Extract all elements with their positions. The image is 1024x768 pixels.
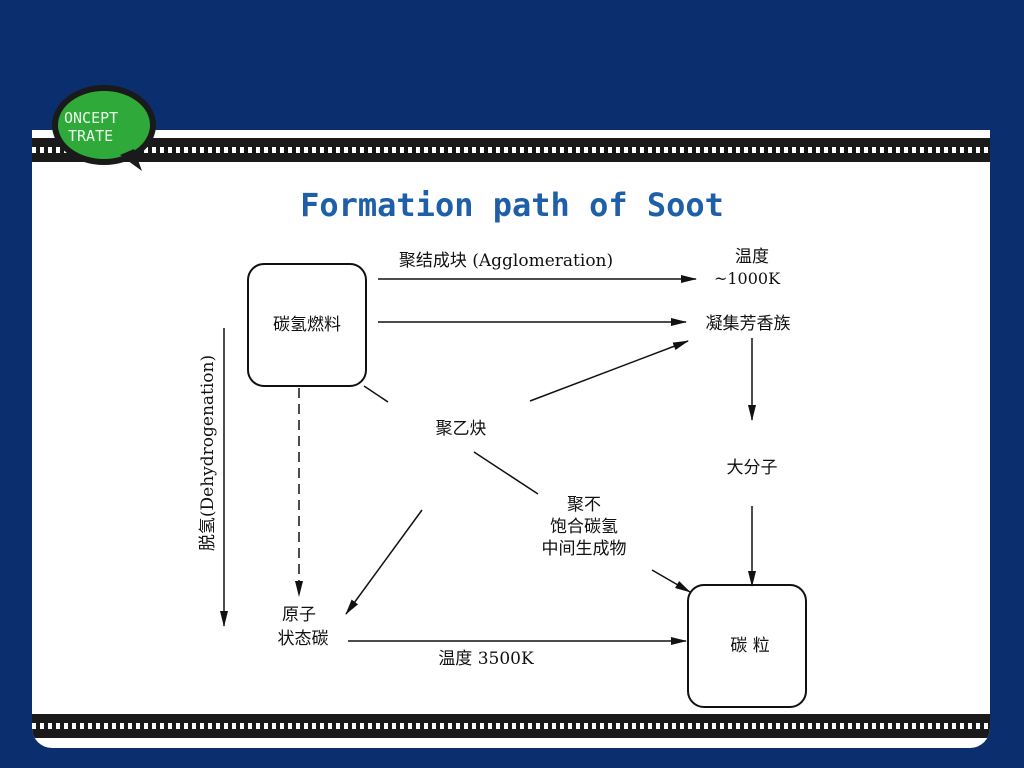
soot-particle-label: 碳 粒 (730, 636, 769, 656)
edge-fuel-to-polyacetylene (363, 385, 389, 403)
atomic-carbon-label-line1: 原子 (282, 605, 316, 625)
atomic-carbon-label-line2: 状态碳 (278, 629, 329, 649)
edge-to-atomic-carbon (345, 509, 423, 615)
temp-1000k-label-line1: 温度 (735, 247, 769, 267)
logo-text-line2: TRATE (68, 127, 113, 145)
slide-title: Formation path of Soot (300, 186, 724, 224)
macromolecule-label: 大分子 (727, 458, 778, 478)
dehydrogenation-label: 脱氢(Dehydrogenation) (198, 355, 218, 551)
unsaturated-intermediate-label-line2: 饱合碳氢 (550, 517, 618, 537)
edge-polyacetylene-to-unsaturated (473, 451, 539, 495)
logo-text-line1: ONCEPT (64, 109, 118, 127)
unsaturated-intermediate-label-line3: 中间生成物 (542, 539, 627, 559)
edge-polyacetylene-to-aromatics (529, 340, 689, 402)
temp-1000k-label-line2: ~1000K (714, 269, 781, 288)
temp-3500k-label: 温度 3500K (438, 649, 534, 669)
agglomeration-label: 聚结成块 (Agglomeration) (399, 251, 613, 271)
edge-unsaturated-to-soot (651, 569, 691, 593)
hydrocarbon-fuel-label: 碳氢燃料 (273, 315, 341, 335)
polyacetylene-label: 聚乙炔 (436, 419, 487, 439)
slide-panel (32, 130, 990, 748)
condensed-aromatics-label: 凝集芳香族 (706, 314, 791, 334)
film-strip-top (32, 138, 990, 162)
concept-strategy-logo: ONCEPT TRATE (52, 85, 156, 171)
film-strip-bottom (32, 714, 990, 738)
soot-particle-box (687, 584, 807, 708)
hydrocarbon-fuel-box (247, 263, 367, 387)
unsaturated-intermediate-label-line1: 聚不 (567, 495, 601, 515)
